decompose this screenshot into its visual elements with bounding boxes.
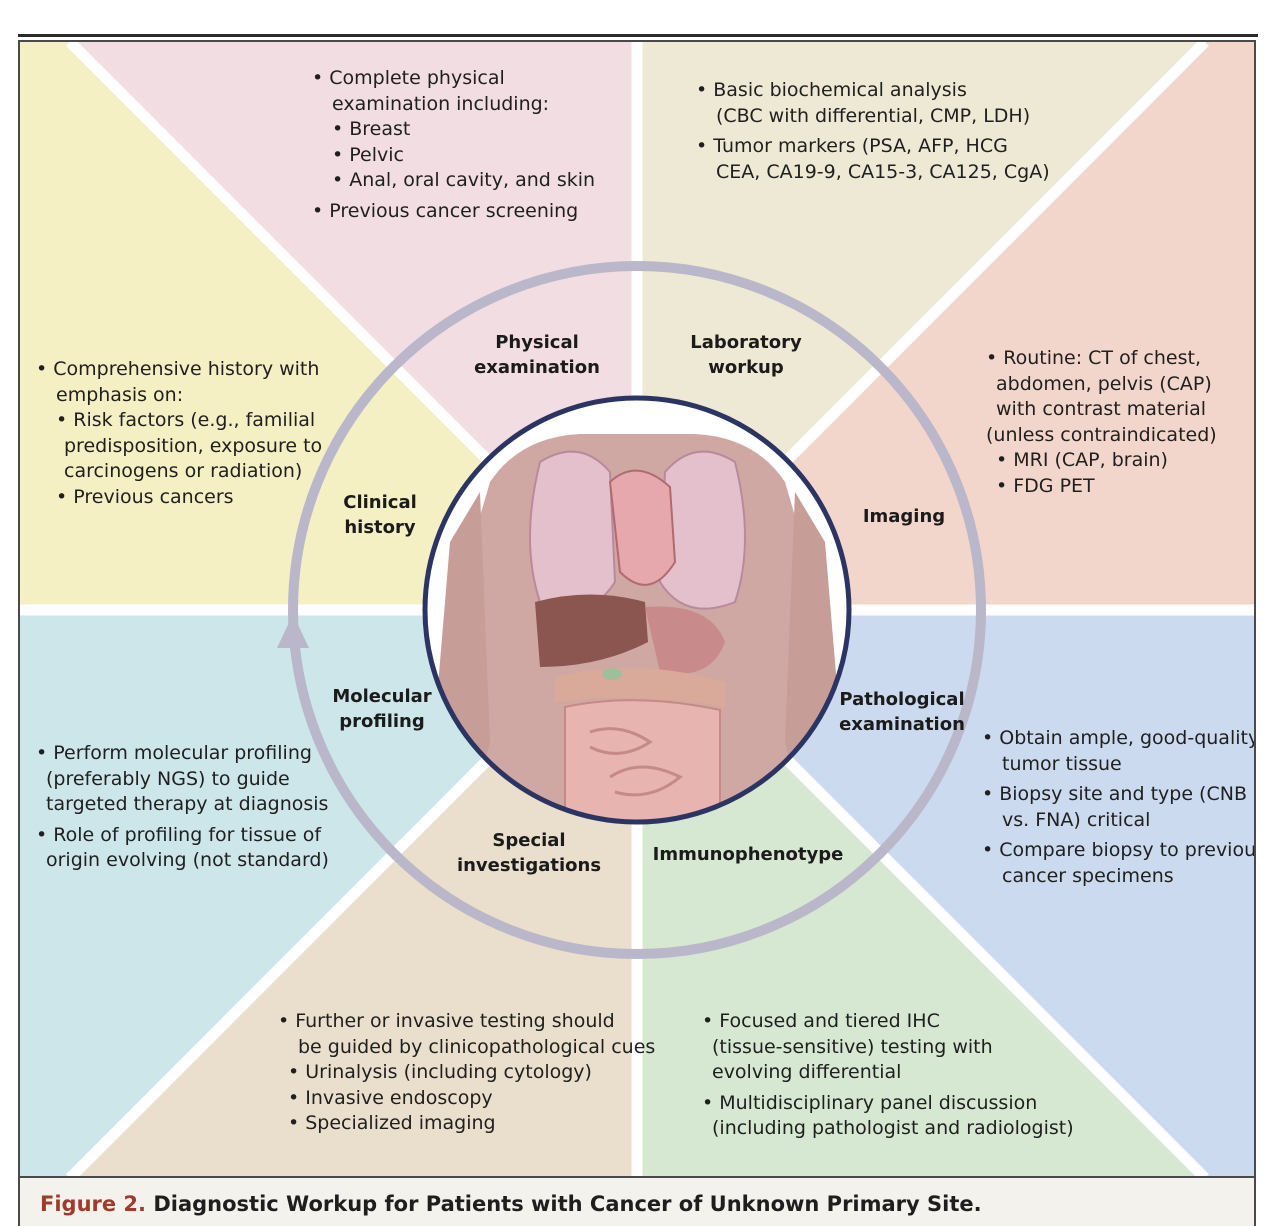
bullet-line: • Perform molecular profiling	[36, 742, 312, 764]
label-laboratory-workup: Laboratory workup	[676, 330, 816, 380]
bullet-line: • Tumor markers (PSA, AFP, HCG	[696, 135, 1008, 157]
bullet-line: • Obtain ample, good-quality	[982, 727, 1256, 749]
bullet-line: (tissue-sensitive) testing with	[712, 1035, 993, 1058]
bullet-line: • Multidisciplinary panel discussion	[702, 1091, 1038, 1114]
bullet-line: • Routine: CT of chest,	[986, 347, 1201, 369]
label-line: history	[344, 517, 416, 538]
bullet-line: with contrast material	[996, 398, 1207, 420]
label-line: Immunophenotype	[652, 844, 844, 865]
bullet-line: • Biopsy site and type (CNB	[982, 783, 1247, 805]
bullet-line: predisposition, exposure to	[64, 434, 323, 457]
bullets-special: • Further or invasive testing should be …	[278, 1009, 655, 1137]
bullet-line: • Comprehensive history with	[36, 358, 320, 380]
bullet-line: vs. FNA) critical	[1002, 808, 1151, 831]
bullet-line: • Invasive endoscopy	[288, 1086, 493, 1109]
workflow-arrow-icon	[277, 614, 309, 648]
label-immunophenotype: Immunophenotype	[648, 842, 848, 867]
bullet-line: (including pathologist and radiologist)	[712, 1117, 1074, 1139]
bullets-imaging: • Routine: CT of chest, abdomen, pelvis …	[986, 346, 1217, 499]
bullet-line: • FDG PET	[996, 474, 1095, 497]
diagram-figure: • Complete physical examination includin…	[18, 40, 1256, 1176]
bullet-line: carcinogens or radiation)	[64, 460, 303, 482]
caption-label: Figure 2.	[40, 1192, 147, 1216]
caption-text: Figure 2. Diagnostic Workup for Patients…	[40, 1192, 982, 1216]
bullet-line: • Compare biopsy to previous	[982, 839, 1256, 861]
bullet-line: targeted therapy at diagnosis	[46, 793, 329, 815]
bullet-line: • Anal, oral cavity, and skin	[332, 169, 596, 191]
bullet-line: • Specialized imaging	[288, 1112, 496, 1134]
bullet-line: • Role of profiling for tissue of	[36, 823, 322, 846]
bullet-line: abdomen, pelvis (CAP)	[996, 372, 1212, 395]
bullet-line: examination including:	[332, 92, 550, 115]
label-line: profiling	[339, 711, 425, 732]
bullet-line: • Previous cancer screening	[312, 199, 579, 222]
bullet-line: cancer specimens	[1002, 864, 1174, 887]
diagram-graphic	[20, 42, 1254, 1176]
bullet-line: origin evolving (not standard)	[46, 849, 329, 871]
label-line: investigations	[456, 855, 602, 876]
torso-border	[422, 395, 852, 825]
bullet-line: emphasis on:	[56, 383, 184, 406]
label-line: Pathological	[839, 689, 965, 710]
bullet-line: CEA, CA19-9, CA15-3, CA125, CgA)	[716, 160, 1050, 183]
bullet-line: tumor tissue	[1002, 752, 1122, 775]
bullet-line: (preferably NGS) to guide	[46, 767, 290, 790]
label-line: workup	[708, 357, 784, 378]
label-line: Imaging	[862, 506, 946, 527]
label-clinical-history: Clinical history	[320, 490, 440, 540]
figure-caption: Figure 2. Diagnostic Workup for Patients…	[18, 1176, 1256, 1226]
label-line: Special	[492, 830, 566, 851]
label-pathological-examination: Pathological examination	[832, 687, 972, 737]
label-molecular-profiling: Molecular profiling	[312, 684, 452, 734]
bullet-line: evolving differential	[712, 1061, 902, 1083]
bullet-line: • Complete physical	[312, 67, 505, 89]
caption-title: Diagnostic Workup for Patients with Canc…	[153, 1192, 982, 1216]
label-line: examination	[474, 357, 600, 378]
bullet-line: (CBC with differential, CMP, LDH)	[716, 104, 1031, 127]
workflow-ring	[288, 261, 986, 959]
bullet-line: • Risk factors (e.g., familial	[56, 409, 316, 431]
bullets-physical: • Complete physical examination includin…	[312, 66, 595, 224]
bullet-line: • Breast	[332, 118, 411, 140]
bullets-pathological: • Obtain ample, good-quality tumor tissu…	[982, 726, 1256, 889]
bullet-line: • Previous cancers	[56, 485, 234, 508]
bullets-immunophenotype: • Focused and tiered IHC (tissue-sensiti…	[702, 1009, 1074, 1142]
top-rule	[18, 34, 1258, 37]
bullet-line: • Urinalysis (including cytology)	[288, 1061, 592, 1083]
bullet-line: • MRI (CAP, brain)	[996, 449, 1168, 471]
bullet-line: be guided by clinicopathological cues	[298, 1035, 656, 1058]
bullet-line: • Basic biochemical analysis	[696, 79, 967, 101]
bullet-line: • Focused and tiered IHC	[702, 1010, 940, 1032]
bullet-line: (unless contraindicated)	[986, 423, 1217, 446]
label-line: Laboratory	[690, 332, 802, 353]
label-line: Clinical	[343, 492, 417, 513]
bullet-line: • Pelvic	[332, 143, 404, 166]
bullets-molecular: • Perform molecular profiling (preferabl…	[36, 741, 329, 874]
bullets-laboratory: • Basic biochemical analysis (CBC with d…	[696, 78, 1050, 185]
label-line: Physical	[495, 332, 579, 353]
label-line: Molecular	[332, 686, 432, 707]
label-special-investigations: Special investigations	[449, 828, 609, 878]
label-line: examination	[839, 714, 965, 735]
label-imaging: Imaging	[844, 504, 964, 529]
bullet-line: • Further or invasive testing should	[278, 1010, 615, 1032]
bullets-clinical: • Comprehensive history with emphasis on…	[36, 357, 322, 510]
label-physical-examination: Physical examination	[467, 330, 607, 380]
